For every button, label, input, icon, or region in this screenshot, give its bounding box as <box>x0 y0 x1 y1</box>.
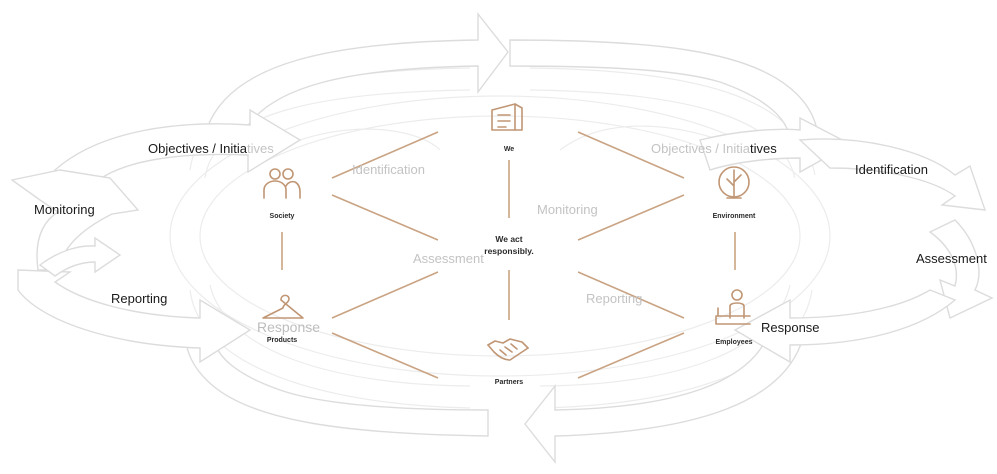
node-label-products: Products <box>267 337 297 344</box>
label-monitoring-left: Monitoring <box>34 202 95 217</box>
label-response-left: Response <box>257 319 320 335</box>
label-objectives-left-dark: Objectives / Initia <box>148 141 248 156</box>
node-label-society: Society <box>270 213 295 220</box>
node-label-employees: Employees <box>716 339 753 346</box>
label-monitoring-center: Monitoring <box>537 202 598 217</box>
label-objectives-right-faint: Objectives / Initia <box>651 141 751 156</box>
hanger-icon <box>262 294 304 319</box>
label-reporting-left: Reporting <box>111 291 167 306</box>
label-objectives-left: Objectives / Initiatives <box>148 141 274 156</box>
center-label-line1: We act <box>495 234 522 244</box>
node-label-partners: Partners <box>495 379 524 386</box>
cycle-arrow-bottom-right <box>524 329 806 465</box>
connector-lines <box>281 131 736 379</box>
tree-icon <box>718 166 750 199</box>
right-cycle-arrows <box>699 116 994 364</box>
left-cycle-arrows <box>10 108 302 364</box>
label-assessment-right: Assessment <box>916 251 987 266</box>
label-response-right: Response <box>761 320 820 335</box>
label-objectives-left-faint: tives <box>247 141 274 156</box>
label-assessment-center: Assessment <box>413 251 484 266</box>
people-group-icon <box>263 168 301 199</box>
center-label-line2: responsibly. <box>484 246 533 256</box>
label-objectives-right-dark: tives <box>750 141 777 156</box>
node-label-environment: Environment <box>713 213 756 220</box>
building-icon <box>491 103 523 131</box>
cycle-arrow-top-left <box>204 11 509 141</box>
node-label-we: We <box>504 146 514 153</box>
label-objectives-right: Objectives / Initiatives <box>651 141 777 156</box>
background-cycle-arrows <box>169 67 831 409</box>
employee-at-desk-icon <box>715 289 751 325</box>
label-identification-left: Identification <box>352 162 425 177</box>
label-reporting-center: Reporting <box>586 291 642 306</box>
label-identification-right: Identification <box>855 162 928 177</box>
handshake-icon <box>487 338 529 361</box>
